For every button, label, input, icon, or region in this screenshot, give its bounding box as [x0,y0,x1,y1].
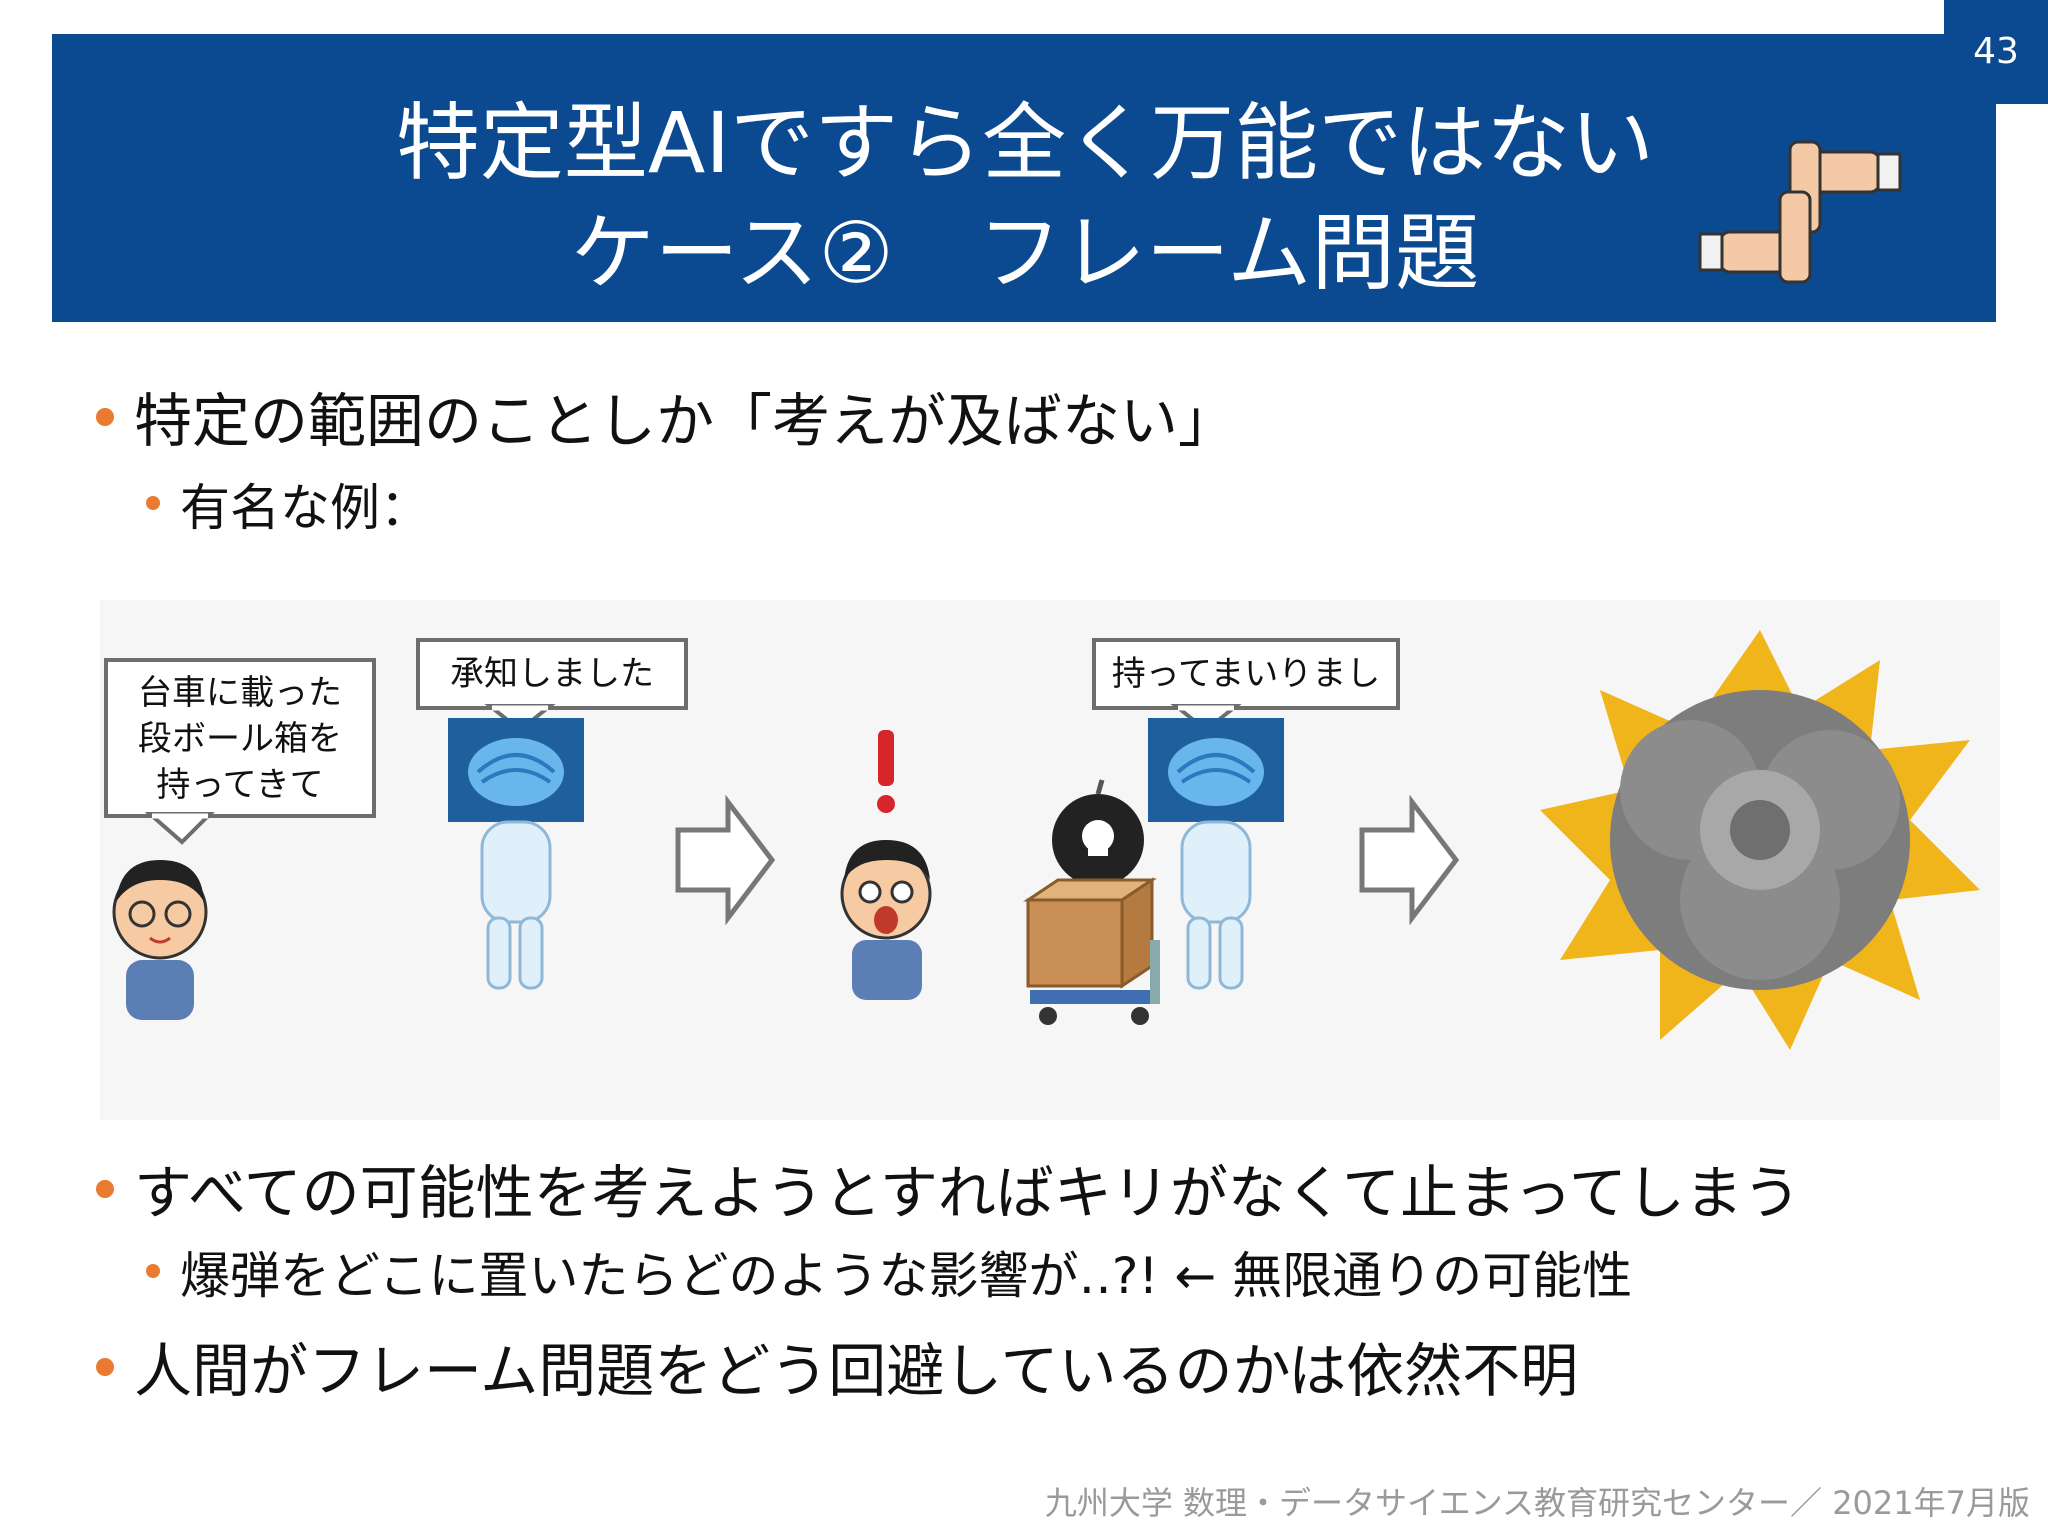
bullet-dot [96,1358,114,1376]
bullet-dot [96,408,114,426]
arrow-right-icon [1359,794,1460,926]
bullet-human-unknown: 人間がフレーム問題をどう回避しているのかは依然不明 [134,1337,1579,1405]
hand-frame-icon [1698,140,1902,284]
bullet-frame-limit: 特定の範囲のことしか「考えが及ばない」 [134,387,1237,455]
slide-title: 特定型AIですら全く万能ではない ケース② フレーム問題 [200,88,1850,308]
title-line-1: 特定型AIですら全く万能ではない [395,94,1655,192]
bullet-bomb-example: 爆弾をどこに置いたらどのような影響が‥?! ← 無限通りの可能性 [180,1247,1633,1305]
title-banner [52,34,1996,322]
surprised-man-icon [840,730,932,1000]
bullet-dot [146,496,160,510]
speech-bubble-done: 持ってまいりました [1092,638,1400,758]
bullet-infinite-possibilities: すべての可能性を考えようとすればキリがなくて止まってしまう [134,1159,1801,1227]
robot-ai-icon [448,718,584,990]
bubble-tail [144,812,215,845]
bullet-dot [96,1180,114,1198]
speech-bubble-request: 台車に載った 段ボール箱を 持ってきて [104,658,376,818]
bullet-example: 有名な例： [180,479,430,537]
robot-ai-icon [1148,718,1284,990]
explosion-icon [1540,630,1980,1050]
hand-cart-icon [1030,940,1160,1025]
page-number: 43 [1944,0,2048,104]
arrow-right-icon [675,794,776,926]
bomb-icon [1052,779,1144,886]
footer-credit: 九州大学 数理・データサイエンス教育研究センター／ 2021年7月版 [1044,1484,2030,1522]
speech-bubble-ack: 承知しました [416,638,688,710]
title-line-2: ケース② フレーム問題 [570,204,1480,302]
man-icon [112,860,208,1020]
bullet-dot [146,1264,160,1278]
cardboard-box-icon [1023,877,1157,989]
